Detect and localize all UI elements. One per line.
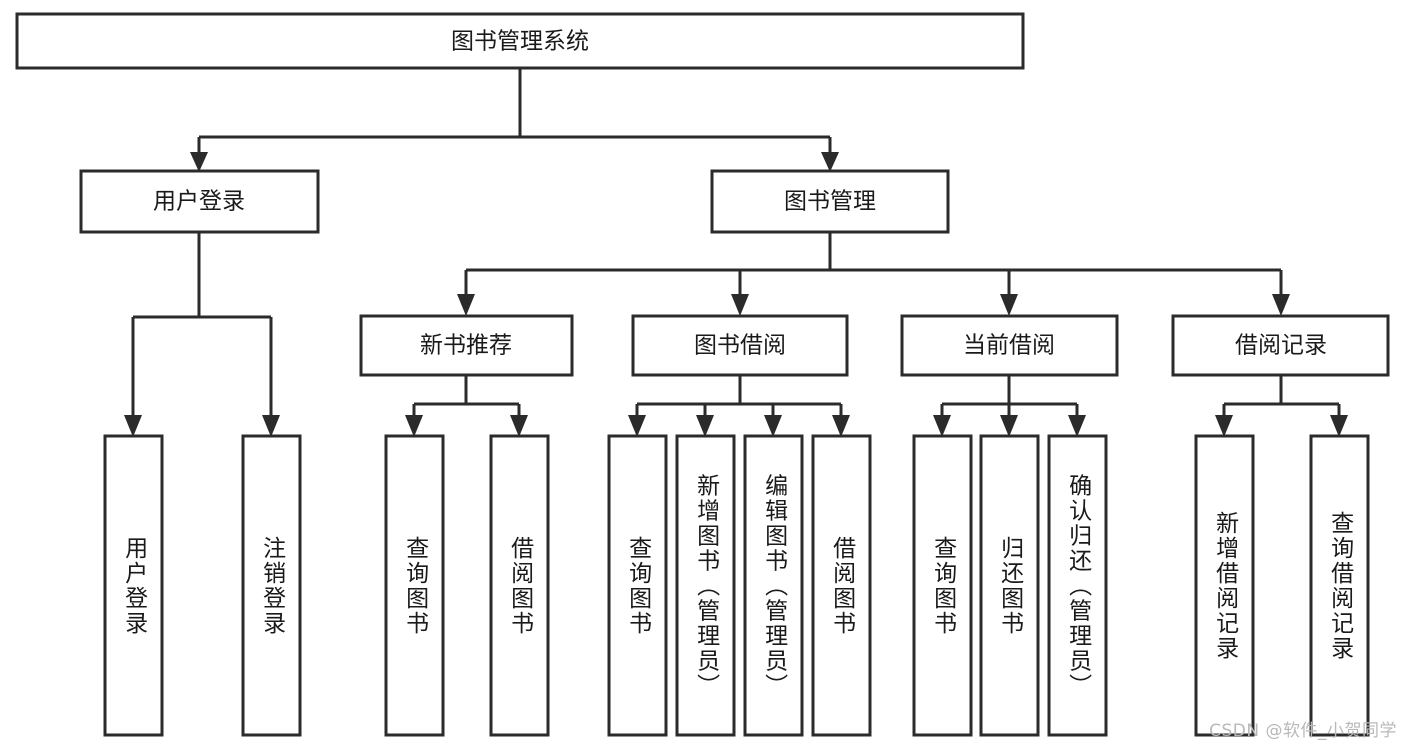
node-box-leaf-confirm-return[interactable]	[1047, 434, 1108, 737]
node-label-root: 图书管理系统	[451, 29, 589, 55]
arrow-head-leaf-confirm-return	[1068, 415, 1086, 437]
arrow-head-leaf-edit-book	[764, 415, 782, 437]
node-label-current-borrow: 当前借阅	[963, 333, 1055, 359]
connector-group-user-login	[124, 232, 280, 437]
node-label-user-login: 用户登录	[153, 189, 245, 215]
node-box-leaf-borrow-book-1[interactable]	[489, 434, 550, 737]
arrow-head-leaf-query-record	[1330, 415, 1348, 437]
arrow-head-user-login	[190, 152, 208, 172]
arrow-head-new-book-recommend	[457, 294, 475, 316]
node-label-book-management: 图书管理	[784, 189, 876, 215]
connector-group-new-book-recommend	[405, 375, 528, 437]
node-label-book-borrow: 图书借阅	[694, 333, 786, 359]
node-box-current-borrow[interactable]	[900, 314, 1119, 377]
node-box-leaf-borrow-book-2[interactable]	[811, 434, 872, 737]
node-box-book-management[interactable]	[710, 169, 950, 234]
arrow-head-leaf-add-record	[1215, 415, 1233, 437]
node-box-leaf-add-record[interactable]	[1194, 434, 1255, 737]
node-box-user-login[interactable]	[79, 169, 320, 234]
node-label-new-book-recommend: 新书推荐	[420, 333, 512, 359]
node-box-leaf-query-book-1[interactable]	[384, 434, 445, 737]
arrow-head-leaf-return-book	[1000, 415, 1018, 437]
connector-group-current-borrow	[933, 375, 1086, 437]
arrow-head-leaf-user-login	[124, 415, 142, 437]
arrow-head-leaf-add-book	[696, 415, 714, 437]
node-box-leaf-add-book[interactable]	[675, 434, 736, 737]
node-box-borrow-record[interactable]	[1171, 314, 1390, 377]
node-box-root[interactable]	[15, 12, 1025, 70]
arrow-head-leaf-query-book-3	[933, 415, 951, 437]
node-box-leaf-query-book-2[interactable]	[607, 434, 668, 737]
arrow-head-book-borrow	[731, 294, 749, 316]
node-box-book-borrow[interactable]	[631, 314, 849, 377]
arrow-head-current-borrow	[1000, 294, 1018, 316]
node-box-leaf-query-book-3[interactable]	[912, 434, 973, 737]
arrow-head-leaf-user-logout	[262, 415, 280, 437]
node-label-borrow-record: 借阅记录	[1235, 333, 1327, 359]
arrow-head-leaf-borrow-book-2	[832, 415, 850, 437]
node-box-leaf-return-book[interactable]	[979, 434, 1040, 737]
arrow-head-leaf-query-book-2	[628, 415, 646, 437]
node-box-leaf-user-login[interactable]	[103, 434, 164, 737]
node-box-leaf-user-logout[interactable]	[241, 434, 302, 737]
arrow-head-book-management	[821, 152, 839, 172]
arrow-head-leaf-query-book-1	[405, 415, 423, 437]
csdn-watermark: CSDN @软件_小贺同学	[1209, 721, 1397, 741]
connector-group-book-management	[457, 232, 1290, 316]
connector-group-borrow-record	[1215, 375, 1348, 437]
connector-group-root	[190, 68, 839, 172]
connector-group-book-borrow	[628, 375, 850, 437]
arrow-head-borrow-record	[1272, 294, 1290, 316]
arrow-head-leaf-borrow-book-1	[510, 415, 528, 437]
node-box-new-book-recommend[interactable]	[359, 314, 574, 377]
node-box-leaf-edit-book[interactable]	[743, 434, 804, 737]
node-box-leaf-query-record[interactable]	[1309, 434, 1370, 737]
